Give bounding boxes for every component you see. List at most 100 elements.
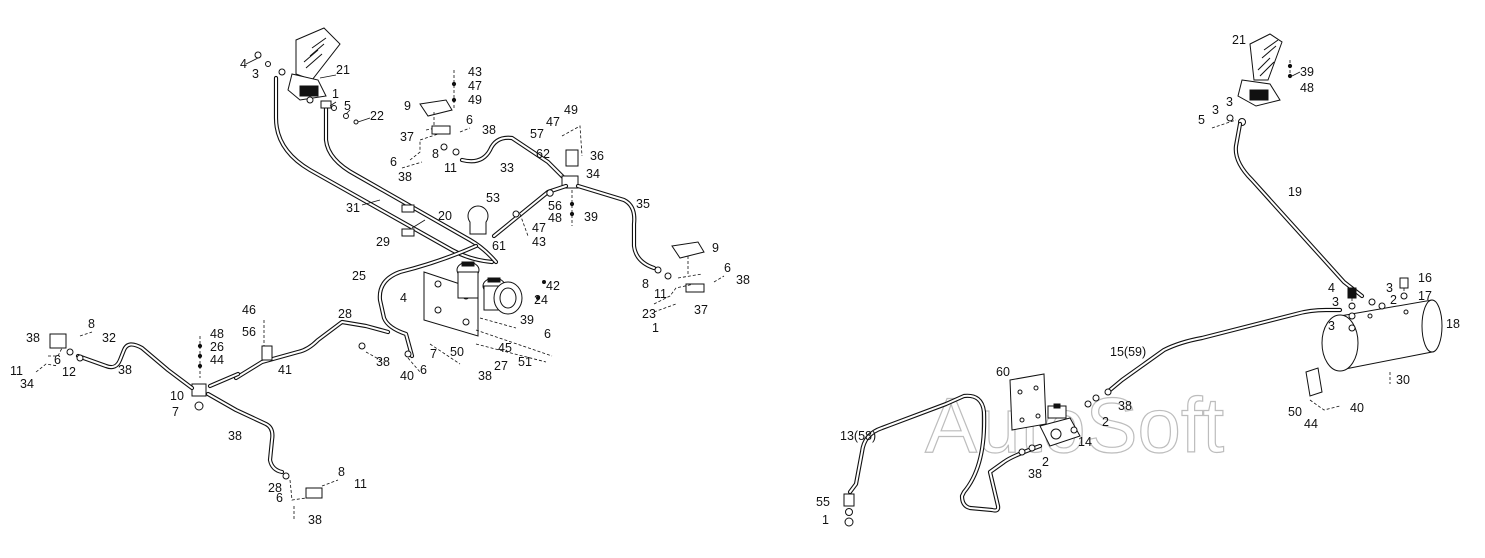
- callout: 61: [492, 239, 506, 253]
- callout: 42: [546, 279, 560, 293]
- callout: 34: [586, 167, 600, 181]
- callout: 11: [10, 364, 23, 378]
- callout: 27: [494, 359, 508, 373]
- callout: 9: [712, 241, 719, 255]
- callout: 16: [1418, 271, 1432, 285]
- left-assembly: [35, 27, 725, 520]
- callout: 38: [376, 355, 390, 369]
- callout: 1: [332, 87, 339, 101]
- callout: 6: [54, 353, 61, 367]
- callout: 3: [1328, 319, 1335, 333]
- callout: 29: [376, 235, 390, 249]
- callout: 19: [1288, 185, 1302, 199]
- callout: 20: [438, 209, 452, 223]
- callout: 28: [268, 481, 282, 495]
- callout: 36: [590, 149, 604, 163]
- callout: 3: [1332, 295, 1339, 309]
- callout: 11: [444, 161, 457, 175]
- brake-pedal-left: [287, 27, 341, 104]
- callout: 50: [1288, 405, 1302, 419]
- callout: 8: [88, 317, 95, 331]
- callout: 40: [400, 369, 414, 383]
- callout: 31: [346, 201, 360, 215]
- callout: 44: [1304, 417, 1318, 431]
- callout: 6: [544, 327, 551, 341]
- callout: 37: [694, 303, 708, 317]
- brake-pedal-right: [1237, 33, 1283, 107]
- callout: 38: [118, 363, 132, 377]
- callout: 51: [518, 355, 532, 369]
- callout: 6: [466, 113, 473, 127]
- callout: 57: [530, 127, 544, 141]
- callout: 18: [1446, 317, 1460, 331]
- brake-valve-right: [1039, 403, 1081, 447]
- callout: 62: [536, 147, 550, 161]
- callout: 7: [430, 347, 437, 361]
- callout: 38: [478, 369, 492, 383]
- callout: 28: [338, 307, 352, 321]
- callout: 34: [20, 377, 34, 391]
- callout: 3: [1386, 281, 1393, 295]
- callout: 38: [308, 513, 322, 527]
- callout: 30: [1396, 373, 1410, 387]
- callout: 38: [1118, 399, 1132, 413]
- callout: 2: [1390, 293, 1397, 307]
- callout: 3: [1226, 95, 1233, 109]
- callout: 53: [486, 191, 500, 205]
- callout: 11: [654, 287, 667, 301]
- callout: 60: [996, 365, 1010, 379]
- callout: 26: [210, 340, 224, 354]
- callout: 33: [500, 161, 514, 175]
- callout: 38: [1028, 467, 1042, 481]
- callout: 38: [736, 273, 750, 287]
- callout: 50: [450, 345, 464, 359]
- callout: 48: [210, 327, 224, 341]
- callout: 55: [816, 495, 830, 509]
- callout: 39: [1300, 65, 1314, 79]
- callout: 6: [276, 491, 283, 505]
- callout: 39: [584, 210, 598, 224]
- callout: 24: [534, 293, 548, 307]
- callout: 48: [548, 211, 562, 225]
- callout: 2: [1042, 455, 1049, 469]
- callout: 8: [642, 277, 649, 291]
- callout: 4: [400, 291, 407, 305]
- callout: 10: [170, 389, 184, 403]
- callout: 46: [242, 303, 256, 317]
- callout: 3: [252, 67, 259, 81]
- callout: 38: [482, 123, 496, 137]
- callout: 43: [468, 65, 482, 79]
- right-assembly: [843, 33, 1443, 527]
- callout: 4: [240, 57, 247, 71]
- callout: 21: [1232, 33, 1246, 47]
- callout: 56: [242, 325, 256, 339]
- callout: 47: [468, 79, 482, 93]
- callout: 15(59): [1110, 345, 1146, 359]
- callout: 6: [724, 261, 731, 275]
- callout: 49: [468, 93, 482, 107]
- callout: 44: [210, 353, 224, 367]
- callout: 23: [642, 307, 656, 321]
- callout: 6: [390, 155, 397, 169]
- callout: 12: [62, 365, 76, 379]
- callout: 5: [344, 99, 351, 113]
- callout: 8: [432, 147, 439, 161]
- callout: 47: [532, 221, 546, 235]
- air-tank: [1305, 299, 1443, 397]
- callout: 48: [1300, 81, 1314, 95]
- callout: 35: [636, 197, 650, 211]
- callout: 25: [352, 269, 366, 283]
- callout: 38: [398, 170, 412, 184]
- callout: 1: [652, 321, 659, 335]
- callout: 22: [370, 109, 384, 123]
- callout: 45: [498, 341, 512, 355]
- callout: 3: [1212, 103, 1219, 117]
- callout: 56: [548, 199, 562, 213]
- callout: 1: [822, 513, 829, 527]
- callout: 7: [172, 405, 179, 419]
- callout: 37: [400, 130, 414, 144]
- callout: 41: [278, 363, 292, 377]
- callout: 43: [532, 235, 546, 249]
- callout: 47: [546, 115, 560, 129]
